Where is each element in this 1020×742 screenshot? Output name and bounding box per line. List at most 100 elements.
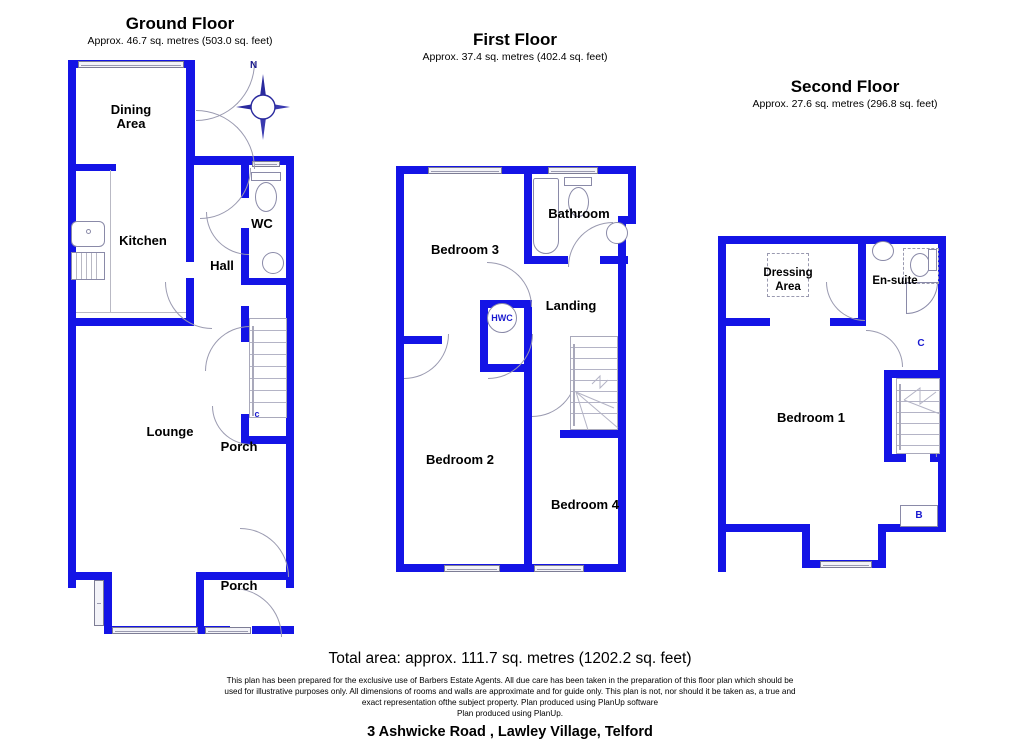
property-address: 3 Ashwicke Road , Lawley Village, Telfor… [367,724,653,740]
window [428,167,502,174]
wall [884,524,946,532]
wall [241,228,249,284]
wall [524,256,568,264]
wall [396,166,636,174]
wall [186,60,195,164]
wall [718,318,770,326]
staircase [896,378,940,454]
wall [104,572,112,634]
cistern-fixture [928,249,937,271]
sink-fixture [872,241,894,261]
wall [68,318,194,326]
cistern-fixture [251,172,281,181]
wall [600,256,628,264]
bathtub-fixture [533,178,559,254]
room-label-line: Dining [110,102,152,117]
room-label-bedroom-2: Bedroom 2 [426,452,494,467]
wall [938,236,946,532]
second-floor-title: Second Floor [790,77,900,96]
wall [718,236,726,572]
hob-line [76,253,77,279]
sink-fixture [71,221,105,247]
wall [878,524,886,568]
wall [68,572,110,580]
wall [618,216,626,572]
hob-line [91,253,92,279]
wall [241,278,287,285]
room-label-line: Area [116,116,146,131]
wall [286,156,294,588]
wall [196,572,204,634]
door-swing-arc [404,334,449,379]
window [820,561,872,568]
wall [524,174,532,262]
door-swing-arc [866,330,903,367]
window [112,627,198,634]
hwc-tag: HWC [491,313,513,323]
room-label-bedroom-4: Bedroom 4 [551,497,619,512]
room-label-porch: Porch [220,439,258,454]
window [548,167,598,174]
stair-rail [899,384,901,450]
hob-line [86,253,87,279]
wall [884,454,906,462]
wall [628,166,636,222]
wall [718,236,946,244]
door-swing-arc [487,262,532,307]
shower-enclosure [903,248,939,284]
window [534,565,584,572]
room-label-wc: WC [251,216,273,231]
door-swing-arc [568,222,613,267]
disclaimer-line: This plan has been prepared for the excl… [226,676,794,685]
ground-floor-title: Ground Floor [125,14,235,33]
wall [241,306,249,342]
boiler-tag-b: B [915,510,923,521]
sink-bowl [86,229,91,234]
hot-water-cylinder [487,303,517,333]
disclaimer-line: Plan produced using PlanUp. [456,709,564,718]
wall [241,436,291,444]
hob-line [81,253,82,279]
compass-star-icon [236,74,290,140]
wall [802,524,810,568]
room-label-bedroom-3: Bedroom 3 [431,242,499,257]
compass-rose: N [234,60,292,144]
room-label-dressing-area: Dressing Area [755,266,821,294]
room-label-lounge: Lounge [146,424,194,439]
window [94,580,104,626]
wall [884,370,938,378]
room-label-bathroom: Bathroom [548,206,610,221]
disclaimer-text: This plan has been prepared for the excl… [170,675,850,719]
room-label-dining-area: Dining Area [88,103,174,131]
room-label-hall: Hall [210,258,234,273]
staircase [570,336,618,430]
room-label-bedroom-1: Bedroom 1 [777,410,845,425]
room-label-porch-main: Porch [220,578,258,593]
wall [718,524,810,532]
wall [618,216,636,224]
boiler-box [900,505,938,527]
wall [884,370,892,462]
cistern-fixture [564,177,592,186]
wall [186,164,194,262]
compass-north-label: N [250,60,258,71]
wall [524,300,532,364]
room-label-line: Dressing [763,267,813,279]
stair-winder-lines [903,387,941,415]
disclaimer-line: exact representation ofthe subject prope… [361,698,659,707]
window [78,61,184,68]
counter-line [76,312,186,313]
disclaimer-line: used for illustrative purposes only. All… [224,687,796,696]
window [444,565,500,572]
door-swing-arc [205,326,250,371]
toilet-fixture [568,187,589,217]
hob-line [96,253,97,279]
dressing-area-outline [767,253,809,297]
wall [480,300,488,372]
toilet-fixture [255,182,277,212]
room-label-landing: Landing [545,298,597,313]
wall [524,364,532,564]
wall [68,164,116,171]
wall [858,244,866,318]
